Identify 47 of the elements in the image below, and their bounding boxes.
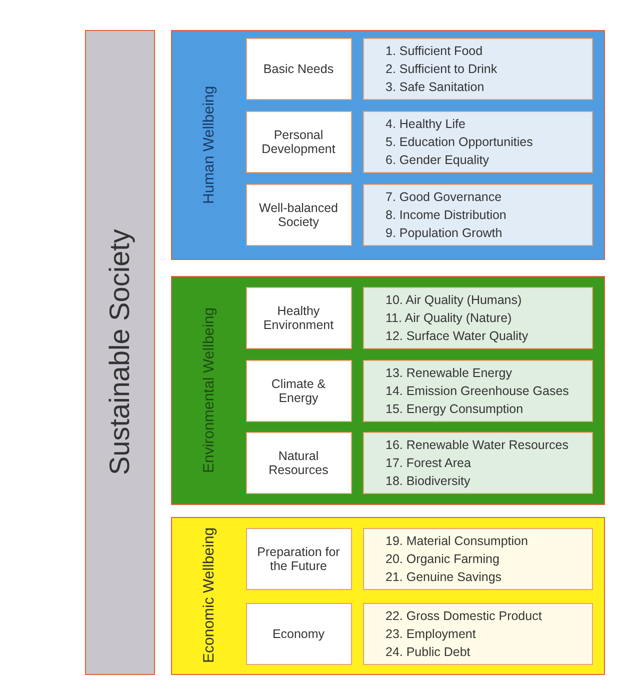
indicator-item: 19. Material Consumption: [386, 532, 529, 550]
indicator-item: 14. Emission Greenhouse Gases: [386, 382, 570, 400]
indicator-item: 21. Genuine Savings: [386, 568, 503, 586]
band-label: Sustainable Society: [85, 30, 155, 675]
indicator-panel: [362, 528, 592, 590]
indicator-item: 3. Safe Sanitation: [386, 78, 486, 96]
indicator-item: 5. Education Opportunities: [386, 134, 534, 150]
indicator-item: 17. Forest Area: [386, 454, 472, 472]
indicator-panel: [362, 184, 592, 246]
category-label: Natural Resources: [246, 432, 352, 494]
category-label: Well-balanced Society: [246, 184, 352, 246]
indicator-item: 20. Organic Farming: [386, 550, 500, 568]
indicator-item: 2. Sufficient to Drink: [386, 60, 498, 78]
section-panel: [171, 30, 605, 260]
indicator-item: 9. Population Growth: [386, 224, 504, 242]
indicator-panel: [362, 602, 592, 664]
indicator-panel: [362, 38, 592, 100]
indicator-item: 13. Renewable Energy: [386, 364, 513, 382]
category-label: Healthy Environment: [246, 286, 352, 348]
indicator-item: 24. Public Debt: [386, 644, 472, 660]
category-label: Preparation for the Future: [246, 528, 352, 590]
indicator-item: 18. Biodiversity: [386, 472, 472, 490]
section-title: Economic Wellbeing: [200, 526, 218, 666]
indicator-panel: [362, 360, 592, 422]
section-title: Environmental Wellbeing: [200, 306, 218, 475]
indicator-item: 10. Air Quality (Humans): [386, 292, 523, 308]
category-label: Economy: [246, 602, 352, 664]
category-label: Personal Development: [246, 110, 352, 172]
section-panel: [171, 276, 605, 505]
indicator-item: 8. Income Distribution: [386, 206, 508, 224]
category-label: Basic Needs: [246, 38, 352, 100]
indicator-item: 4. Healthy Life: [386, 116, 466, 132]
indicator-item: 1. Sufficient Food: [386, 42, 484, 60]
indicator-item: 11. Air Quality (Nature): [386, 310, 513, 326]
indicator-item: 15. Energy Consumption: [386, 400, 524, 418]
indicator-panel: [362, 110, 592, 172]
indicator-panel: [362, 432, 592, 494]
section-panel: [171, 517, 605, 675]
indicator-item: 22. Gross Domestic Product: [386, 608, 543, 624]
indicator-panel: [362, 286, 592, 348]
indicator-item: 6. Gender Equality: [386, 152, 490, 168]
category-label: Climate & Energy: [246, 360, 352, 422]
indicator-item: 12. Surface Water Quality: [386, 328, 530, 344]
indicator-item: 16. Renewable Water Resources: [386, 436, 570, 454]
indicator-item: 23. Employment: [386, 626, 477, 642]
section-title: Human Wellbeing: [200, 84, 218, 206]
indicator-item: 7. Good Governance: [386, 188, 503, 206]
